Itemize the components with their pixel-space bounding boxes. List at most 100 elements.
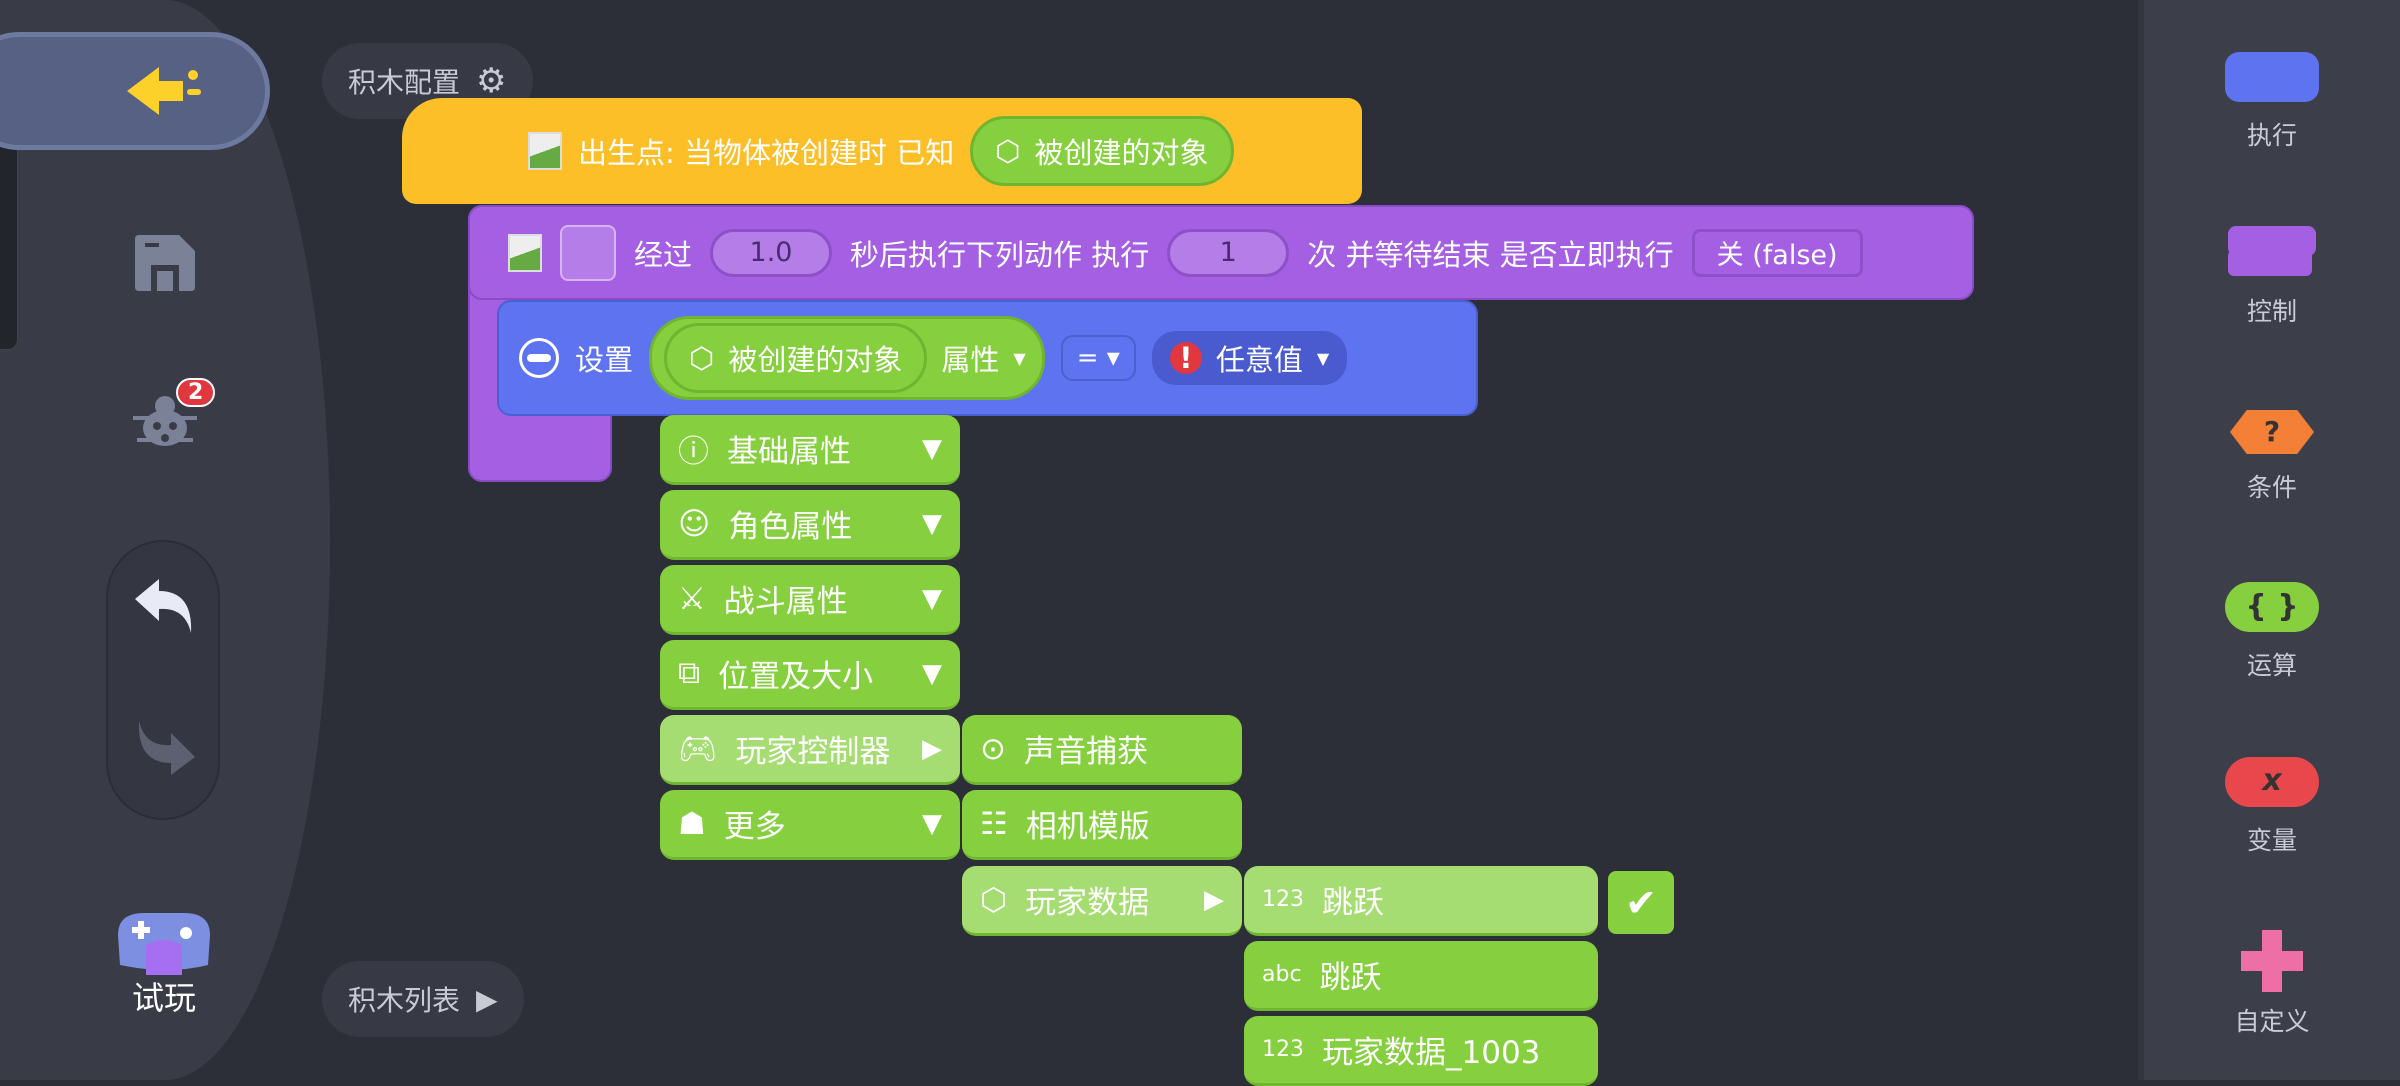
warning-icon: !	[1169, 341, 1202, 375]
category-control[interactable]: 控制	[2144, 226, 2400, 328]
category-variable[interactable]: x 变量	[2144, 757, 2400, 857]
menu-label: 玩家数据_1003	[1322, 1035, 1541, 1071]
redo-icon[interactable]	[130, 712, 200, 782]
play-label: 试玩	[131, 979, 196, 1017]
expand-right-icon: ▶	[922, 733, 942, 764]
type-number-icon: 123	[1262, 887, 1304, 912]
variable-x-icon: x	[2225, 757, 2319, 807]
cube-icon: ⬡	[995, 134, 1021, 168]
object-label: 被创建的对象	[1034, 136, 1209, 170]
event-label: 出生点: 当物体被创建时 已知	[578, 136, 955, 170]
set-property-block[interactable]: 设置 ⬡ 被创建的对象 属性 ▼ = ▾ ! 任意值 ▼	[497, 300, 1478, 416]
debug-bug-icon[interactable]: 2	[120, 378, 216, 460]
caret-icon: ▼	[1316, 348, 1330, 368]
list-icon: ☷	[980, 805, 1008, 842]
expand-down-icon: ▼	[922, 658, 942, 689]
object-label: 被创建的对象	[728, 343, 903, 377]
object-pill[interactable]: ⬡ 被创建的对象	[664, 323, 928, 393]
created-object-pill[interactable]: ⬡ 被创建的对象	[970, 116, 1234, 186]
expand-right-icon: ▶	[1204, 884, 1224, 915]
transform-icon: ⧉	[678, 655, 701, 691]
property-pill[interactable]: ⬡ 被创建的对象 属性 ▼	[649, 316, 1045, 400]
braces-icon: { }	[2225, 582, 2319, 632]
menu-item-role[interactable]: ☺角色属性▼	[660, 490, 960, 560]
block-list-button[interactable]: 积木列表 ▶	[322, 961, 524, 1037]
menu-label: 相机模版	[1025, 809, 1150, 845]
hierarchy-icon: ☗	[678, 805, 706, 842]
spawn-event-block[interactable]: 出生点: 当物体被创建时 已知 ⬡ 被创建的对象	[402, 98, 1362, 204]
plus-icon	[2241, 930, 2303, 992]
toggle-icon: ⊙	[980, 730, 1006, 767]
operator-label: =	[1076, 343, 1099, 373]
category-custom[interactable]: 自定义	[2144, 930, 2400, 1038]
broken-image-icon	[528, 132, 562, 170]
undo-icon[interactable]	[130, 572, 200, 642]
times-input[interactable]: 1	[1167, 228, 1290, 277]
menu-item-player-controller[interactable]: 🎮︎ 玩家控制器 ▶	[660, 715, 960, 785]
category-sidebar: 执行 控制 ? 条件 { } 运算 x 变量 自定义	[2138, 0, 2400, 1080]
seconds-input[interactable]: 1.0	[710, 228, 833, 277]
menu-label: 声音捕获	[1023, 734, 1148, 770]
category-label: 运算	[2246, 651, 2297, 680]
delay-mid: 秒后执行下列动作 执行	[850, 237, 1150, 272]
menu-label: 玩家控制器	[735, 734, 891, 770]
type-string-icon: abc	[1262, 962, 1302, 987]
collapsed-panel[interactable]	[0, 135, 18, 350]
cube-icon: ⬡	[980, 881, 1008, 918]
gamepad-icon: 🎮︎	[678, 731, 718, 767]
gear-icon: ⚙	[476, 61, 507, 101]
category-execute[interactable]: 执行	[2144, 52, 2400, 152]
condition-hexagon-icon: ?	[2230, 410, 2314, 454]
category-condition[interactable]: ? 条件	[2144, 410, 2400, 504]
delay-action-block[interactable]: 经过 1.0 秒后执行下列动作 执行 1 次 并等待结束 是否立即执行 关 (f…	[468, 205, 1974, 300]
menu-item-jump-number[interactable]: 123 跳跃	[1244, 866, 1598, 936]
confirm-check-icon[interactable]: ✔	[1608, 871, 1674, 934]
menu-label: 角色属性	[728, 509, 853, 545]
image-slot[interactable]	[560, 224, 616, 281]
operator-dropdown[interactable]: = ▾	[1060, 335, 1136, 381]
expand-down-icon: ▼	[922, 808, 942, 839]
undo-redo-group	[106, 540, 220, 820]
expand-down-icon: ▼	[922, 508, 942, 539]
broken-image-icon	[508, 233, 542, 272]
category-label: 变量	[2246, 826, 2297, 855]
save-icon[interactable]	[130, 230, 200, 295]
menu-item-jump-string[interactable]: abc 跳跃	[1244, 941, 1598, 1011]
gamepad-icon	[118, 913, 210, 975]
cube-icon: ⬡	[689, 341, 715, 375]
menu-label: 更多	[723, 809, 786, 845]
category-operation[interactable]: { } 运算	[2144, 582, 2400, 682]
play-triangle-icon: ▶	[476, 982, 498, 1016]
property-dropdown[interactable]: 属性	[941, 343, 1000, 377]
set-label: 设置	[575, 343, 634, 377]
info-icon: ⓘ	[678, 434, 709, 470]
menu-label: 战斗属性	[723, 584, 848, 620]
menu-label: 跳跃	[1322, 885, 1384, 921]
value-dropdown[interactable]: ! 任意值 ▼	[1151, 331, 1348, 385]
play-test-button[interactable]: 试玩	[108, 905, 220, 1017]
delay-suffix: 次 并等待结束 是否立即执行	[1307, 237, 1674, 272]
control-block-icon	[2228, 226, 2316, 256]
category-label: 条件	[2246, 473, 2297, 502]
expand-down-icon: ▼	[922, 583, 942, 614]
menu-item-sound-capture[interactable]: ⊙ 声音捕获	[962, 715, 1242, 785]
immediate-toggle[interactable]: 关 (false)	[1691, 228, 1863, 277]
menu-label: 位置及大小	[718, 659, 874, 695]
minus-circle-icon	[519, 338, 559, 378]
category-label: 执行	[2246, 121, 2297, 150]
menu-label: 基础属性	[727, 434, 851, 470]
value-label: 任意值	[1215, 343, 1303, 377]
menu-item-player-data[interactable]: ⬡玩家数据▶	[962, 866, 1242, 936]
menu-item-battle[interactable]: ⚔战斗属性▼	[660, 565, 960, 635]
menu-label: 跳跃	[1319, 960, 1382, 996]
caret-icon: ▼	[1013, 348, 1026, 368]
menu-item-more[interactable]: ☗ 更多 ▼	[660, 790, 960, 860]
category-label: 控制	[2246, 297, 2297, 326]
menu-item-transform[interactable]: ⧉ 位置及大小 ▼	[660, 640, 960, 710]
debug-badge: 2	[176, 378, 216, 407]
menu-item-camera-template[interactable]: ☷ 相机模版	[962, 790, 1242, 860]
back-button[interactable]	[0, 32, 270, 150]
delay-prefix: 经过	[634, 237, 693, 272]
